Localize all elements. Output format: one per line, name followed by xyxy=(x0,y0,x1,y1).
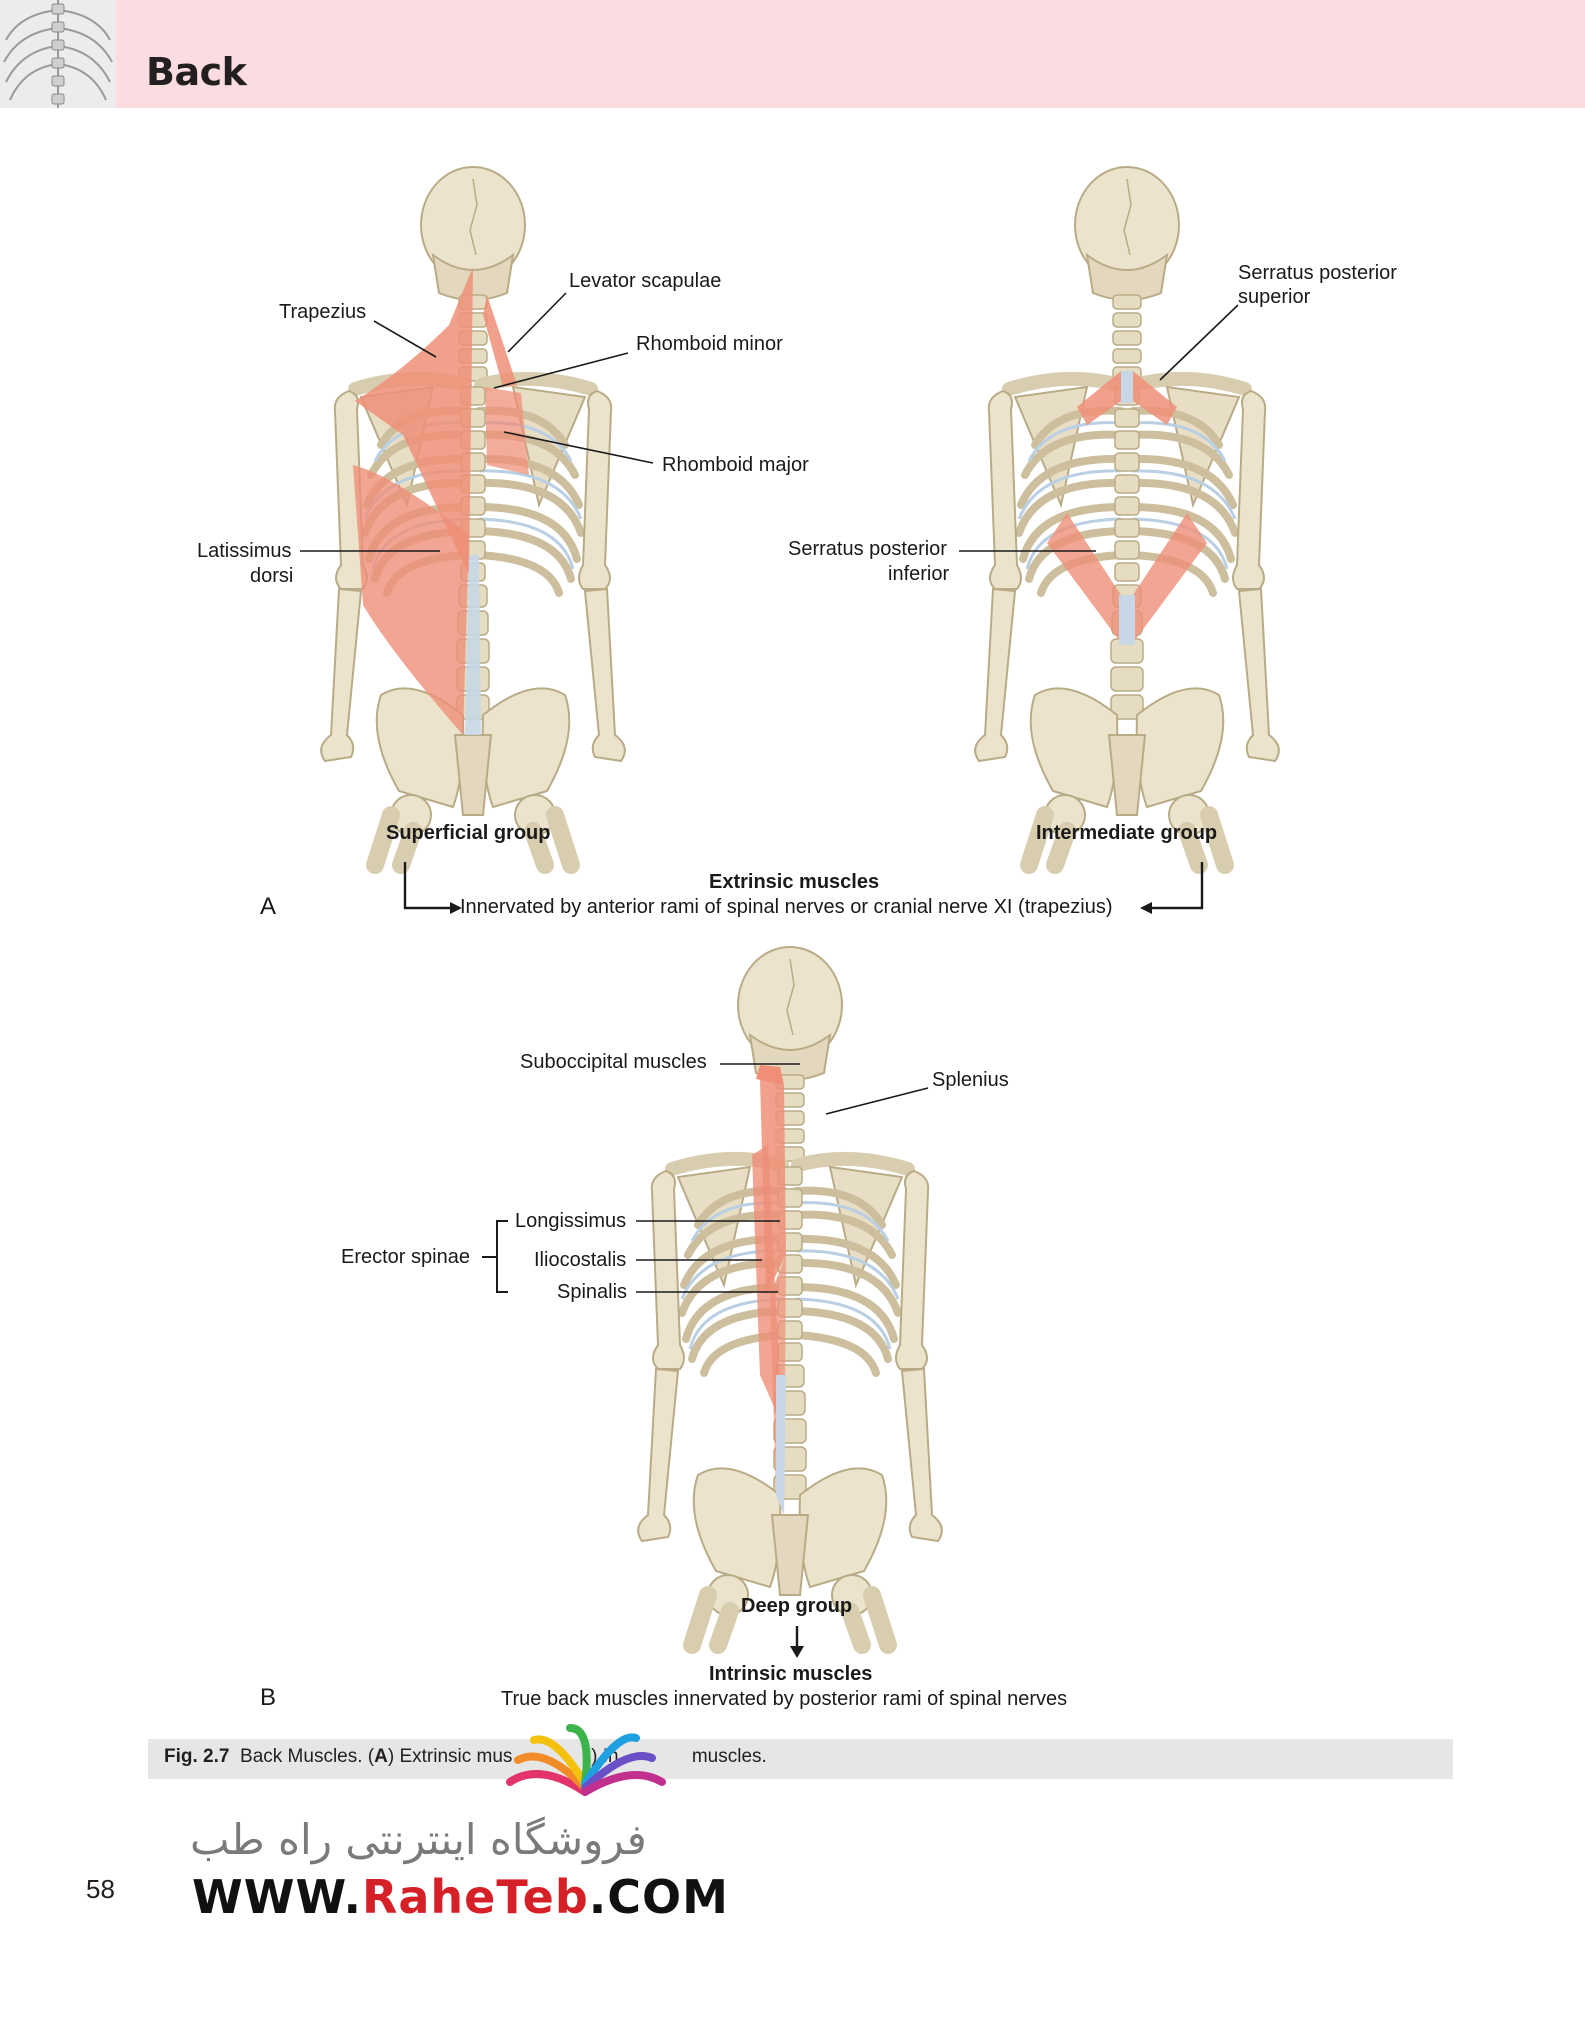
panel-letter-b: B xyxy=(260,1684,277,1711)
label-splenius: Splenius xyxy=(932,1069,1009,1091)
intrinsic-description: True back muscles innervated by posterio… xyxy=(501,1688,1068,1710)
panel-letter-a: A xyxy=(260,893,277,920)
watermark-url-suffix: .COM xyxy=(588,1870,729,1924)
label-latissimus-line1: Latissimus xyxy=(197,540,292,562)
intrinsic-title: Intrinsic muscles xyxy=(709,1663,873,1685)
label-serratus-inferior-line2: inferior xyxy=(888,563,950,585)
label-rhomboid-major: Rhomboid major xyxy=(662,454,809,476)
watermark-url-name: RaheTeb xyxy=(361,1870,589,1924)
skeleton-superficial xyxy=(321,167,625,865)
label-latissimus-line2: dorsi xyxy=(250,565,294,587)
label-suboccipital: Suboccipital muscles xyxy=(520,1051,707,1073)
label-iliocostalis: Iliocostalis xyxy=(534,1249,627,1271)
caption-text-5: muscles. xyxy=(686,1746,767,1767)
label-erector-spinae: Erector spinae xyxy=(341,1246,470,1268)
caption-text-1: Back Muscles. ( xyxy=(240,1746,375,1767)
label-deep-group: Deep group xyxy=(741,1595,853,1617)
spine-thumbnail xyxy=(0,0,116,108)
label-intermediate-group: Intermediate group xyxy=(1036,822,1218,844)
caption-fig-number: Fig. 2.7 xyxy=(164,1746,230,1767)
label-spinalis: Spinalis xyxy=(557,1281,628,1303)
extrinsic-description: Innervated by anterior rami of spinal ne… xyxy=(460,896,1113,918)
label-serratus-superior-line1: Serratus posterior xyxy=(1238,262,1397,284)
label-levator-scapulae: Levator scapulae xyxy=(569,270,722,292)
page-number: 58 xyxy=(86,1874,115,1904)
watermark-persian-text: فروشگاه اینترنتی راه طب xyxy=(190,1815,647,1864)
extrinsic-title: Extrinsic muscles xyxy=(709,871,880,893)
label-longissimus: Longissimus xyxy=(515,1210,627,1232)
watermark-book-icon xyxy=(506,1724,666,1796)
skeleton-deep xyxy=(638,947,942,1645)
caption-bar xyxy=(148,1739,1453,1779)
caption-a: A xyxy=(374,1746,388,1767)
section-title: Back xyxy=(146,50,247,94)
figure-caption: Fig. 2.7 Back Muscles. (A) Extrinsic mus… xyxy=(164,1746,767,1768)
label-rhomboid-minor: Rhomboid minor xyxy=(636,333,783,355)
label-superficial-group: Superficial group xyxy=(386,822,551,844)
label-serratus-inferior-line1: Serratus posterior xyxy=(788,538,947,560)
watermark-url-prefix: WWW. xyxy=(192,1870,362,1924)
label-trapezius: Trapezius xyxy=(279,301,367,323)
header-band xyxy=(0,0,1585,108)
skeleton-intermediate xyxy=(975,167,1279,865)
caption-text-2: ) Extrinsic mus xyxy=(387,1746,513,1767)
label-serratus-superior-line2: superior xyxy=(1238,286,1311,308)
watermark-url: WWW.RaheTeb.COM xyxy=(192,1870,729,1924)
